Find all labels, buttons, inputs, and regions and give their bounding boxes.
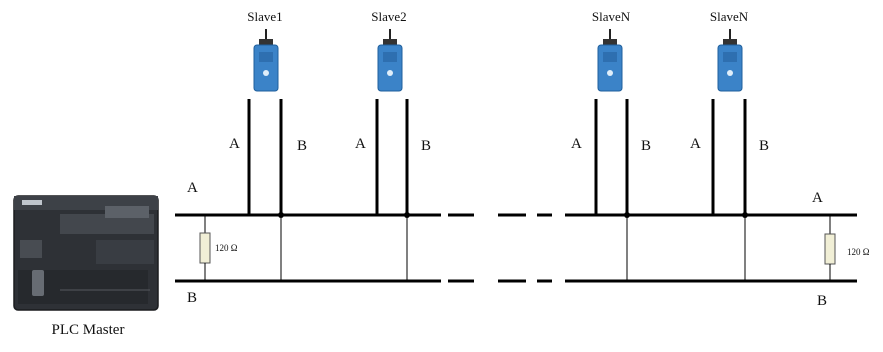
- slave-device-4: [717, 29, 743, 92]
- terminator-right-value: 120 Ω: [847, 247, 870, 257]
- plc-master-label: PLC Master: [51, 322, 125, 338]
- slave-drop-1: [247, 99, 284, 281]
- slave-device-1: [253, 29, 279, 92]
- bus-right-b-label: B: [817, 293, 828, 309]
- slave-4-wire-b-label: B: [759, 138, 770, 154]
- terminator-resistor-left: [199, 215, 211, 281]
- bus-left-b-label: B: [187, 290, 198, 306]
- slave-2-wire-b-label: B: [421, 138, 432, 154]
- slave-name-1: Slave1: [247, 9, 283, 24]
- terminator-left-value: 120 Ω: [215, 243, 238, 253]
- bus-right-a-label: A: [812, 190, 823, 206]
- slave-drop-2: [375, 99, 410, 281]
- slave-3-wire-b-label: B: [641, 138, 652, 154]
- terminator-resistor-right: [824, 215, 836, 281]
- slave-4-wire-a-label: A: [690, 136, 701, 152]
- bus-left-a-label: A: [187, 180, 198, 196]
- slave-device-2: [377, 29, 403, 92]
- slave-3-wire-a-label: A: [571, 136, 582, 152]
- slave-name-4: SlaveN: [709, 9, 749, 24]
- slave-2-wire-a-label: A: [355, 136, 366, 152]
- plc-master-device: [13, 195, 159, 311]
- slave-drop-4: [711, 99, 748, 281]
- slave-1-wire-b-label: B: [297, 138, 308, 154]
- slave-name-2: Slave2: [371, 9, 407, 24]
- slave-drop-3: [594, 99, 630, 281]
- slave-device-3: [597, 29, 623, 92]
- slave-name-3: SlaveN: [591, 9, 631, 24]
- slave-1-wire-a-label: A: [229, 136, 240, 152]
